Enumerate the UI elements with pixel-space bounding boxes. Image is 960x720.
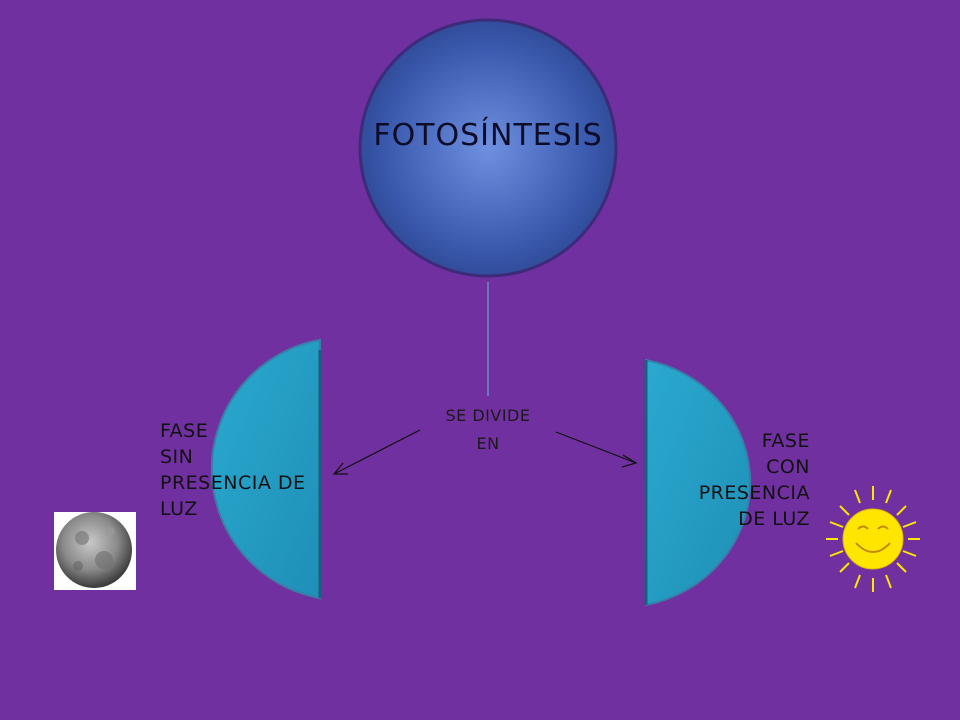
left-arrow [332, 429, 421, 475]
sun-icon [826, 486, 920, 592]
right-phase-line-3: PRESENCIA [698, 482, 810, 504]
right-phase-label: FASE CON PRESENCIA DE LUZ [650, 428, 810, 532]
left-phase-line-3: PRESENCIA DE [160, 472, 306, 494]
right-arrow [555, 431, 638, 468]
right-phase-line-1: FASE [761, 430, 810, 452]
connector-label-line-1: SE DIVIDE [445, 406, 531, 425]
left-phase-shape [210, 338, 321, 600]
connector-label: SE DIVIDE EN [420, 402, 556, 458]
right-phase-line-2: CON [766, 456, 810, 478]
right-phase-line-4: DE LUZ [738, 508, 810, 530]
left-phase-line-2: SIN [160, 446, 194, 468]
connector-label-line-2: EN [476, 434, 500, 453]
left-phase-line-4: LUZ [160, 498, 198, 520]
left-phase-label: FASE SIN PRESENCIA DE LUZ [160, 418, 330, 522]
title-circle [358, 18, 618, 278]
left-phase-line-1: FASE [160, 420, 209, 442]
title-label: FOTOSÍNTESIS [373, 118, 603, 153]
moon-icon [54, 512, 136, 590]
right-phase-shape [645, 358, 752, 607]
